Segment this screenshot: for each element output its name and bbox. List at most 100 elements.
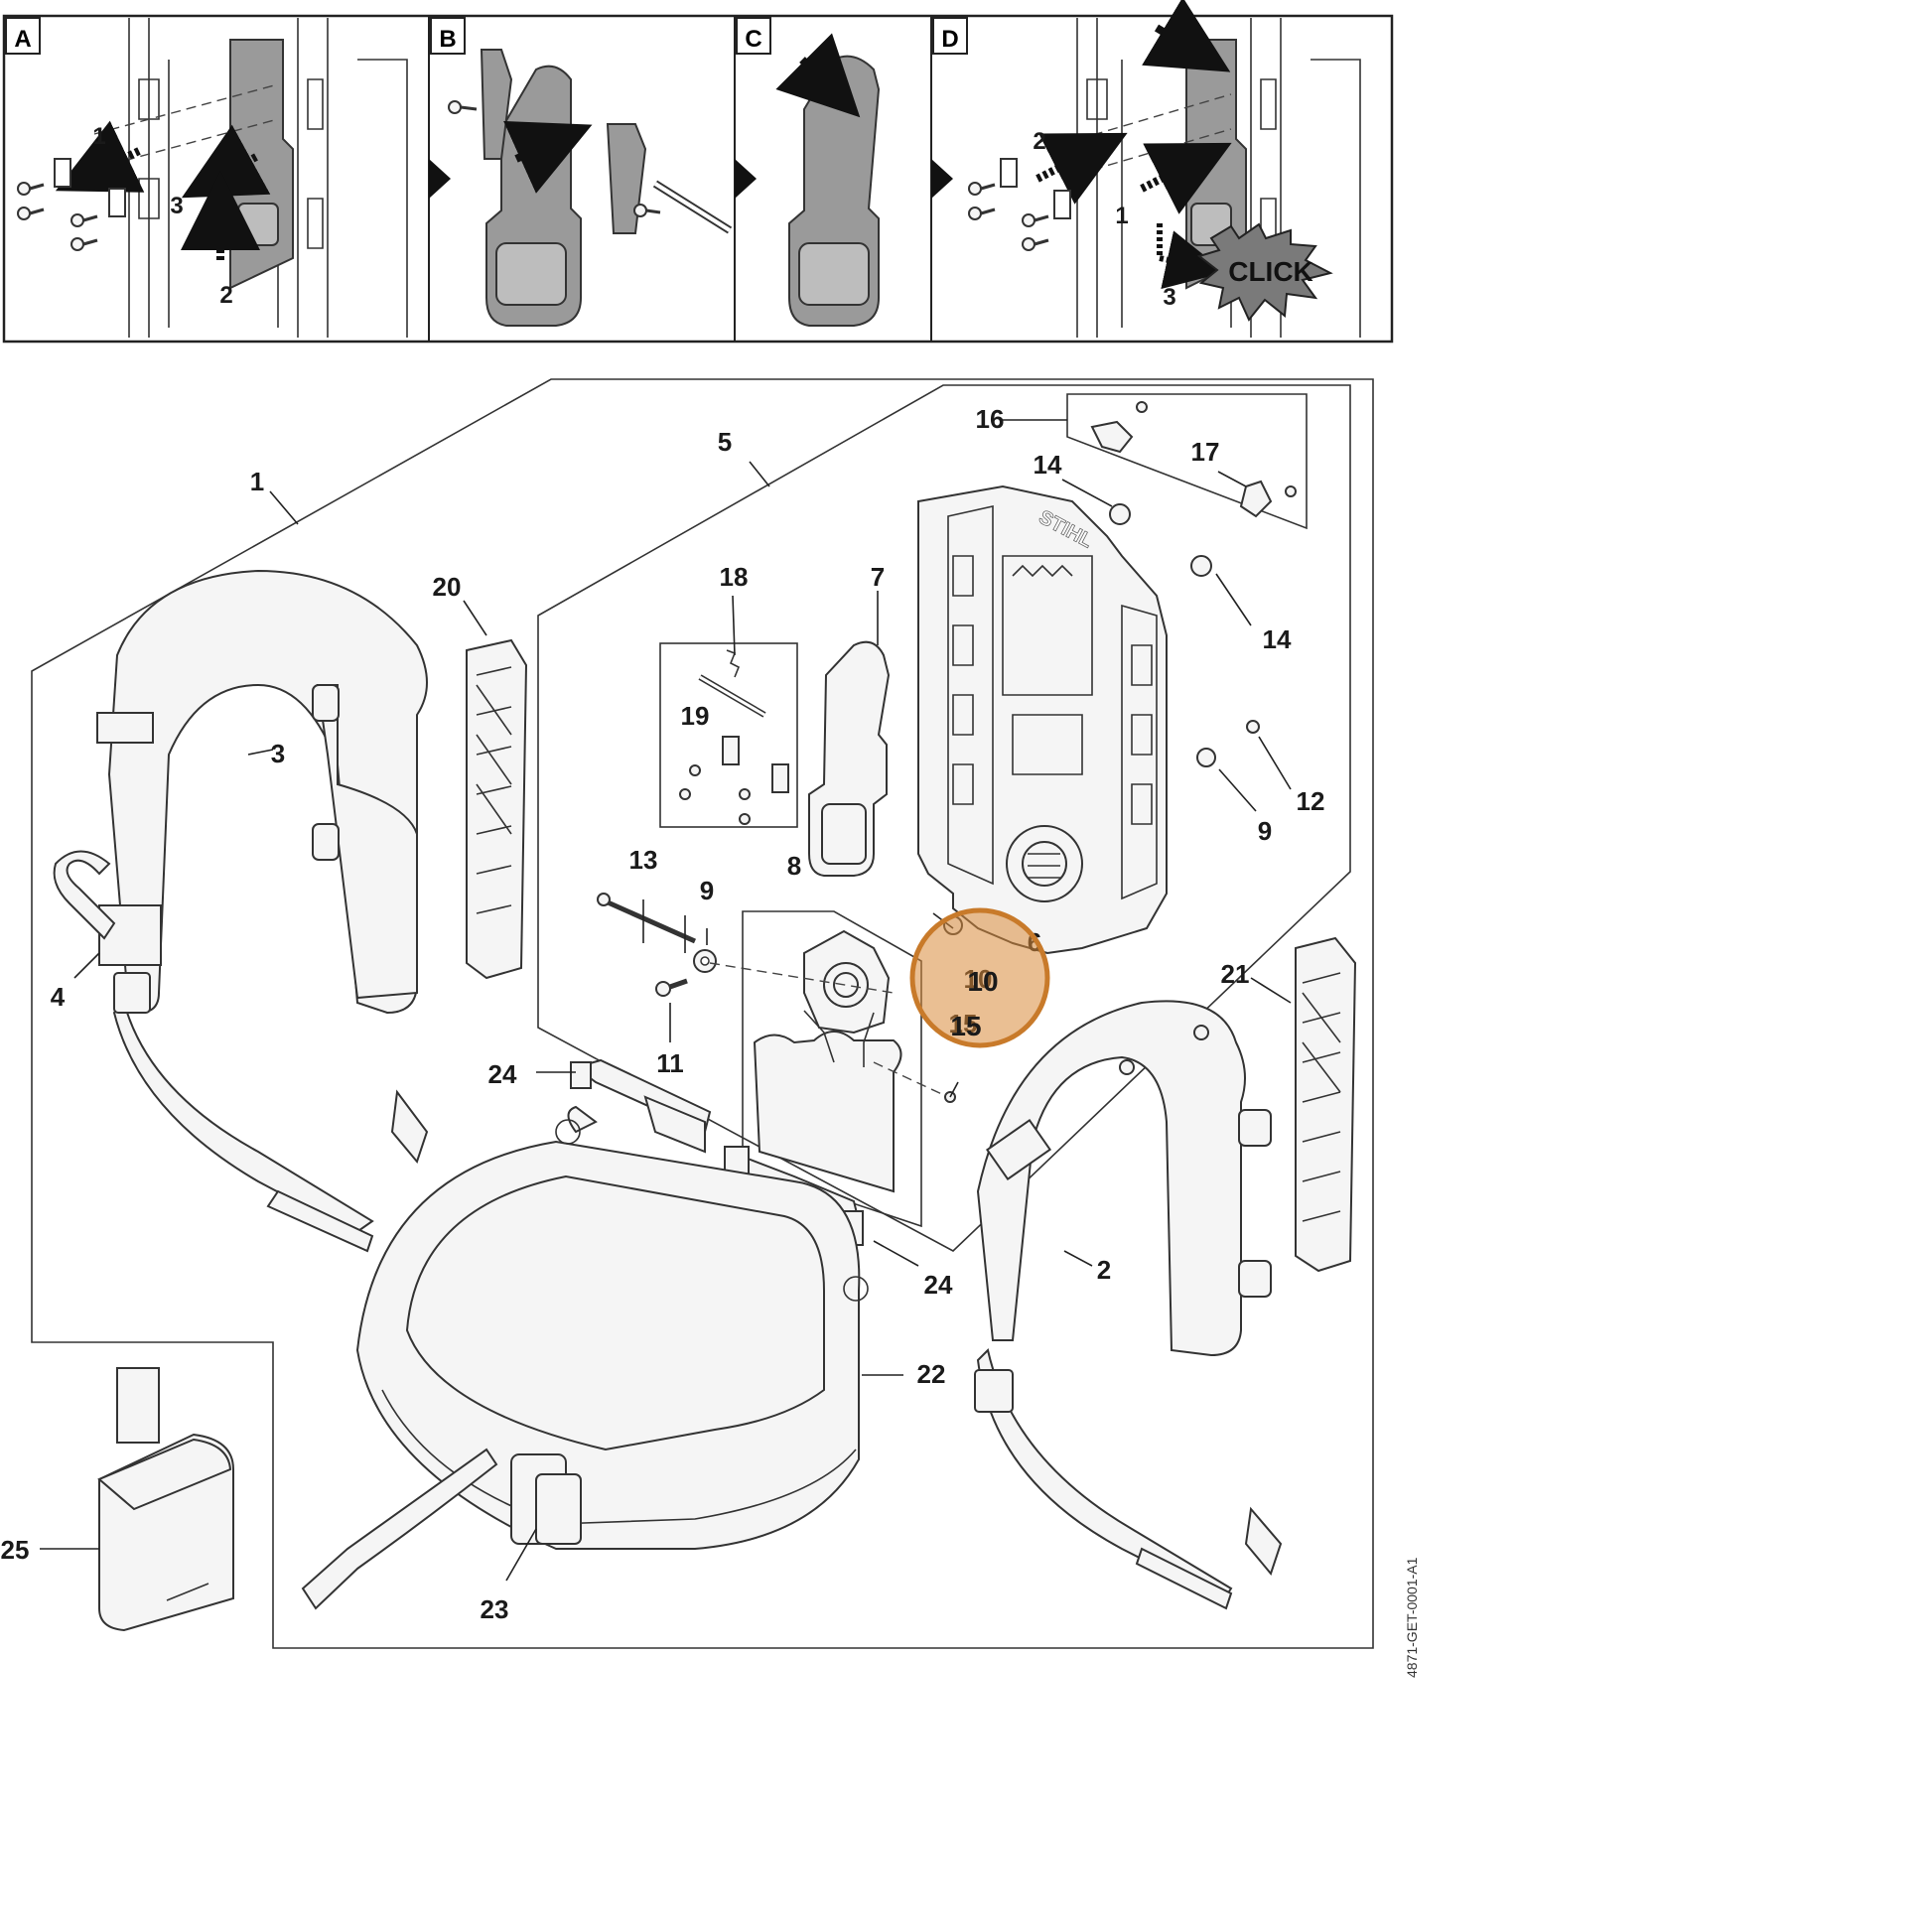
part-label: 4 — [51, 982, 66, 1012]
bracket-kit-16 — [1090, 401, 1297, 518]
shoulder-strap-right — [974, 1000, 1283, 1610]
arrow-down — [1157, 223, 1226, 289]
pin-highlight — [653, 182, 732, 232]
strap-keeper — [96, 712, 154, 744]
hip-belt-22 — [355, 1105, 869, 1550]
part-label: 12 — [1297, 786, 1325, 816]
step-callout: 1 — [1115, 203, 1128, 229]
step-panel-b: B — [429, 17, 733, 327]
buckle — [974, 1369, 1014, 1413]
arrow-remove — [55, 120, 145, 193]
step-panel-a: A 1 3 2 — [5, 17, 408, 338]
carrier-plate: STIHL — [917, 484, 1168, 955]
swivel-bracket-8 — [753, 929, 902, 1193]
part-label: 1 — [250, 467, 264, 496]
part-label: 24 — [488, 1059, 517, 1089]
pouch-25 — [97, 1367, 234, 1632]
kit-frame-1 — [31, 378, 1374, 1649]
part-label: 9 — [1258, 816, 1272, 846]
arrow-install — [1140, 142, 1232, 214]
part-label: 7 — [871, 562, 885, 592]
hinge-kit-19 — [679, 649, 789, 825]
part-label: 5 — [718, 427, 732, 457]
strap-pad — [98, 904, 162, 966]
panel-letter-box — [736, 17, 771, 55]
guide-line — [1061, 93, 1232, 145]
part-label: 18 — [720, 562, 749, 592]
part-label: 23 — [481, 1594, 509, 1624]
assembly-guide — [873, 1061, 949, 1098]
belt-strap-23 — [301, 1448, 498, 1610]
part-label: 20 — [433, 572, 462, 602]
part-label: 13 — [629, 845, 658, 875]
highlight-label: 10 — [967, 966, 998, 997]
step-callout: 2 — [1033, 128, 1045, 155]
kit-frame-19 — [659, 642, 798, 828]
kit-frame-5 — [537, 384, 1351, 1252]
part-label: 2 — [1097, 1255, 1111, 1285]
part-label: 17 — [1191, 437, 1220, 467]
sequence-arrow — [931, 159, 953, 199]
arrow-press — [775, 33, 861, 118]
part-label: 8 — [787, 851, 801, 881]
part-label: 11 — [656, 1048, 684, 1078]
part-label: 21 — [1221, 959, 1250, 989]
release-lever — [223, 39, 294, 290]
sequence-arrow — [735, 159, 757, 199]
step-panel-d: D CLICK — [931, 0, 1361, 338]
arrow-install — [1035, 132, 1128, 205]
lever-pad — [798, 242, 870, 306]
release-lever-7 — [808, 640, 891, 877]
panel-letter-box — [430, 17, 466, 55]
shoulder-strap-left — [53, 569, 429, 1253]
buckle — [113, 972, 151, 1014]
step-panels: A 1 3 2 — [2, 0, 1394, 344]
panel-letter-box — [5, 17, 41, 55]
step-panel-c: C — [735, 17, 881, 327]
part-label: 14 — [1034, 450, 1062, 480]
strap-back-panel — [316, 684, 418, 1000]
kit-frame-8 — [742, 910, 922, 1228]
screw-icon — [968, 182, 1049, 251]
nut-14 — [1109, 503, 1131, 525]
backplate-21 — [1295, 936, 1357, 1273]
ring-12 — [1246, 720, 1260, 734]
highlight-label: 15 — [950, 1011, 981, 1041]
part-label: 16 — [976, 404, 1005, 434]
bolt-13 — [604, 898, 697, 944]
backplate-20 — [466, 638, 528, 980]
step-callout: 3 — [1163, 284, 1175, 311]
spring-18 — [726, 649, 741, 678]
nut-14 — [1190, 555, 1212, 577]
strap-hook — [390, 1089, 429, 1165]
click-badge — [1196, 222, 1333, 322]
washer-9 — [1196, 748, 1216, 767]
step-callout: 3 — [170, 193, 183, 219]
part-label: 24 — [924, 1270, 953, 1300]
click-text: CLICK — [1228, 256, 1313, 287]
lever-pad — [237, 203, 279, 246]
panel-letter-c: C — [745, 26, 761, 53]
screw-icon — [448, 100, 661, 217]
part-label: 9 — [700, 876, 714, 905]
document-code: 4871-GET-0001-A1 — [1404, 1557, 1420, 1678]
panel-letter-a: A — [14, 26, 31, 53]
lever-pad — [495, 242, 567, 306]
highlight-circle — [909, 907, 1050, 1048]
bracket — [1000, 158, 1071, 219]
step-callout: 1 — [92, 123, 105, 150]
kit-frame-16 — [1066, 393, 1308, 530]
part-label: 3 — [271, 739, 285, 768]
panel-letter-b: B — [439, 26, 456, 53]
arrow-press — [1142, 0, 1231, 72]
arrow-insert — [503, 120, 593, 194]
panel-letter-box — [932, 17, 968, 55]
panel-letter-d: D — [941, 26, 958, 53]
d-ring-loop — [53, 850, 116, 940]
strap-end — [266, 1189, 374, 1253]
part-label: 25 — [1, 1535, 30, 1565]
part-label: 22 — [917, 1359, 946, 1389]
screw-icon — [17, 182, 98, 251]
bracket — [54, 158, 126, 217]
